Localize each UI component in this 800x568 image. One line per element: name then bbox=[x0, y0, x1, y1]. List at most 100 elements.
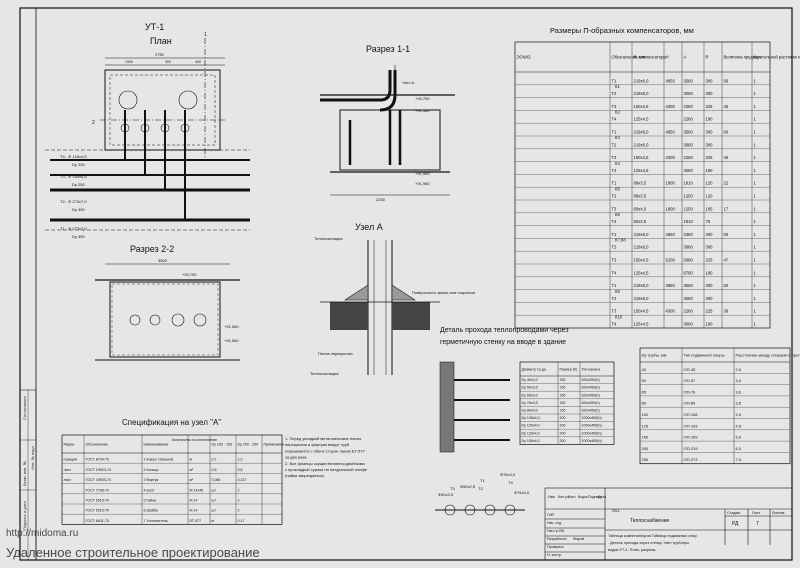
tb-head: Подпись bbox=[588, 495, 602, 499]
plan-dim-300: 300 bbox=[165, 60, 171, 64]
comp-cell: Т1 bbox=[612, 130, 618, 135]
note-line: (пайка запрещается). bbox=[285, 473, 325, 478]
spec-cell: шт bbox=[212, 499, 217, 503]
note-line: с прокладкой сурика на натуральной олифе bbox=[285, 467, 368, 472]
opory-cell: 4,5 bbox=[736, 423, 742, 428]
comp-cell: 125х4,5 bbox=[634, 117, 650, 122]
watermark-url[interactable]: http://midoma.ru bbox=[6, 528, 79, 539]
uzel-teploizol-1: Теплоизоляция bbox=[314, 236, 343, 241]
detail-cell: Dу 150х4,0 bbox=[522, 439, 540, 443]
sheet-frame bbox=[19, 7, 793, 561]
plan-t1: Т1 - Ф 273х7,0 bbox=[60, 226, 87, 231]
comp-cell: 4850 bbox=[666, 78, 676, 83]
comp-cell: Т4 bbox=[612, 168, 618, 173]
note-line: 1. Перед укладкой металлические плиты bbox=[285, 436, 361, 441]
tb-head: Лист bbox=[568, 495, 576, 499]
r11-lvl4: +91,960 bbox=[415, 181, 430, 186]
comp-header: Величина предварительной растяжки компен… bbox=[724, 55, 800, 60]
detail-title-2: герметичную стенку на вводе в здание bbox=[440, 339, 566, 346]
comp-header: ЭСКИЗ bbox=[517, 55, 531, 60]
comp-header: А bbox=[684, 55, 687, 60]
comp-cell: 225 bbox=[706, 258, 714, 263]
comp-cell: 190 bbox=[706, 322, 714, 327]
comp-cell: Т2 bbox=[612, 245, 618, 250]
spec-title: Спецификация на узел "А" bbox=[122, 418, 221, 427]
opory-cell: 7,0 bbox=[736, 457, 742, 462]
opory-cell: ОП-57 bbox=[684, 378, 697, 383]
margin-inv: Инв. № подл. bbox=[30, 445, 35, 470]
detail-t3-d: Ф40х3,5 bbox=[438, 492, 454, 497]
opory-cell: ОП-45 bbox=[684, 367, 697, 372]
plan-t1-du: Dу 350 bbox=[72, 234, 85, 239]
comp-cell: 1 bbox=[754, 181, 757, 186]
opory-cell: 40 bbox=[642, 367, 647, 372]
comp-cell: 1810 bbox=[684, 219, 694, 224]
comp-cell: 17 bbox=[724, 206, 729, 211]
comp-cell: 300 bbox=[706, 283, 714, 288]
detail-cell: Dу 50х3,5 bbox=[522, 386, 538, 390]
detail-cell: 620х450(h) bbox=[582, 378, 600, 382]
comp-designation: К5 bbox=[615, 186, 620, 191]
opory-cell: ОП-133 bbox=[684, 423, 699, 428]
tb-desc-line: Таблица компенсаторов.Таблица подвижных … bbox=[608, 534, 697, 538]
spec-cell: 6 Шайба bbox=[144, 509, 158, 513]
spec-cell: 0,5 bbox=[212, 468, 217, 472]
opory-cell: 6,0 bbox=[736, 446, 742, 451]
comp-cell: 1 bbox=[754, 155, 757, 160]
r11-dim: 2250 bbox=[376, 197, 386, 202]
comp-cell: 225 bbox=[706, 155, 714, 160]
r22-lvl3: +91,560 bbox=[224, 338, 239, 343]
comp-cell: 1 bbox=[754, 130, 757, 135]
comp-header: Обозначение компенсатора bbox=[612, 55, 667, 60]
detail-t1: Т1 bbox=[480, 478, 485, 483]
comp-cell: 60 bbox=[724, 232, 729, 237]
comp-header: R bbox=[706, 55, 709, 60]
comp-cell: 1 bbox=[754, 258, 757, 263]
comp-cell: 150х4,5 bbox=[634, 104, 650, 109]
note-line: перекрытия и фартуки вокруг труб bbox=[285, 442, 350, 447]
opory-cell: ОП-89 bbox=[684, 401, 697, 406]
r22-lvl1: +93,750 bbox=[182, 272, 197, 277]
comp-designation: К9 bbox=[615, 289, 620, 294]
uzel-a: Узел А Теплоизоляция Поверхность земли и… bbox=[310, 222, 475, 376]
comp-cell: Т3 bbox=[612, 258, 618, 263]
spec-cell: ГОСТ 8734-75 bbox=[86, 458, 109, 462]
comp-cell: 3060 bbox=[684, 296, 694, 301]
comp-cell: Т4 bbox=[612, 117, 618, 122]
opory-cell: 150 bbox=[642, 435, 649, 440]
comp-cell: 225 bbox=[706, 309, 714, 314]
detail-cell: 200 bbox=[560, 424, 566, 428]
opory-cell: 3,5 bbox=[736, 401, 742, 406]
comp-cell: 5980 bbox=[684, 258, 694, 263]
comp-cell: 1 bbox=[754, 270, 757, 275]
comp-cell: 190 bbox=[706, 117, 714, 122]
comp-designation: К6 bbox=[615, 212, 620, 217]
plan-dim-1000: 1000 bbox=[125, 60, 133, 64]
margin-sogl: Согласовано bbox=[22, 395, 27, 420]
margin-podpis: Подпись и дата bbox=[22, 500, 27, 530]
tb-role: Разработал bbox=[547, 537, 567, 541]
comp-cell: 125х4,5 bbox=[634, 168, 650, 173]
note-line: покрываются с обеих сторон лаком БТ-577 bbox=[285, 448, 366, 453]
opory-header: Dу трубы, мм bbox=[642, 353, 667, 358]
comp-cell: 2260 bbox=[684, 104, 694, 109]
comp-cell: 1 bbox=[754, 232, 757, 237]
comp-cell: 60х4,0 bbox=[634, 206, 647, 211]
comp-designation: К7,К8 bbox=[615, 238, 626, 243]
uzel-teploizol-2: Теплоизоляция bbox=[310, 371, 339, 376]
comp-cell: 300 bbox=[706, 142, 714, 147]
comp-cell: 1 bbox=[754, 78, 757, 83]
comp-cell: 190 bbox=[706, 270, 714, 275]
comp-cell: 219х6,0 bbox=[634, 142, 650, 147]
detail-cell: 620х450(h) bbox=[582, 401, 600, 405]
opory-header: Тип подвижной опоры bbox=[684, 353, 725, 358]
detail-cell: 1000х450(h) bbox=[582, 431, 602, 435]
detail-title-1: Деталь прохода теплопроводами через bbox=[440, 327, 569, 334]
plan-mark-2: 2 bbox=[92, 120, 95, 126]
comp-cell: 1 bbox=[754, 117, 757, 122]
tb-head: №док. bbox=[578, 495, 589, 499]
plan-mark-1: 1 bbox=[204, 32, 207, 38]
detail-cell: 200 bbox=[560, 439, 566, 443]
